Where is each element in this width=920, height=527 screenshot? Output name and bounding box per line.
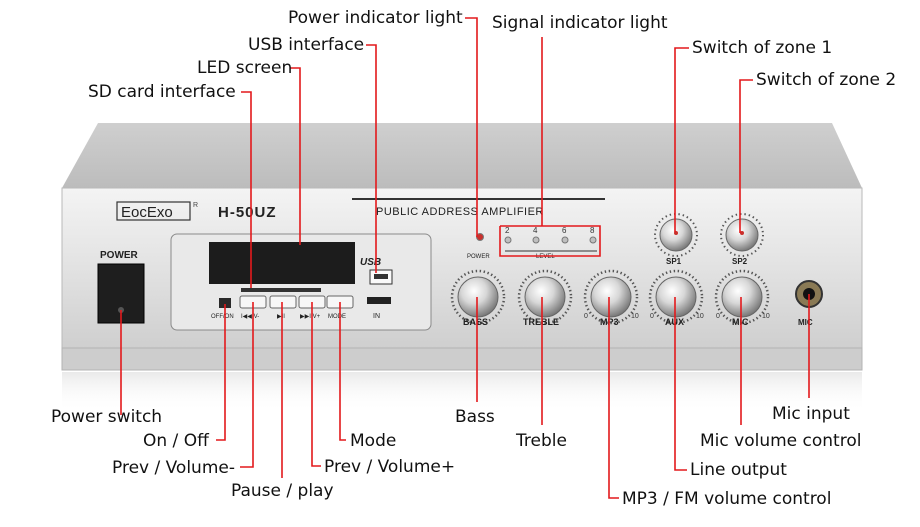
zone2-line [739, 79, 753, 233]
led-screen-callout: LED screen [197, 58, 293, 78]
chassis-top [62, 123, 862, 188]
line-in-port[interactable] [367, 297, 391, 304]
mic-volume-callout: Mic volume control [700, 431, 862, 451]
signal-led-3 [561, 236, 569, 244]
zone2-callout: Switch of zone 2 [756, 70, 897, 90]
model-name: H-50UZ [218, 204, 277, 221]
sd-card-slot [241, 288, 321, 292]
level-mark-2: 2 [505, 226, 510, 235]
mp3-scale-min: 0 [584, 313, 588, 320]
power-led-label: POWER [467, 254, 490, 260]
aux-scale-min: 0 [650, 313, 654, 320]
level-mark-8: 8 [590, 226, 595, 235]
chassis-base [61, 347, 863, 371]
knob-label-treble: TREBLE [523, 317, 559, 327]
zone1-label: SP1 [666, 257, 682, 266]
power-label: POWER [100, 250, 139, 261]
mic-scale-min: 0 [716, 313, 720, 320]
button-label-prev: I◀◀ V- [241, 314, 259, 320]
usb-logo: USB [360, 257, 381, 268]
zone1-switch[interactable] [654, 213, 698, 257]
brand-mark: R [193, 202, 198, 209]
mic-jack-label: MIC [798, 318, 813, 327]
bass-knob[interactable] [450, 269, 506, 325]
on-off-button[interactable] [219, 298, 231, 308]
zone2-switch[interactable] [720, 213, 764, 257]
zone1-line [674, 47, 689, 232]
mp3-scale-max: 10 [631, 313, 639, 320]
mp3-fm-volume-callout: MP3 / FM volume control [622, 489, 832, 509]
callout-lines [120, 17, 810, 499]
usb-line [366, 44, 377, 273]
chassis-reflection [62, 372, 862, 412]
mic-input-callout: Mic input [772, 404, 850, 424]
button-label-play: ▶II [277, 314, 285, 320]
prev-volume-minus-callout: Prev / Volume- [112, 458, 235, 478]
mode-callout: Mode [350, 431, 397, 451]
power-indicator-callout: Power indicator light [288, 8, 463, 28]
prev-volume-minus-line [240, 302, 254, 468]
in-label: IN [373, 313, 380, 320]
usb-port-inner [374, 274, 388, 279]
led-display [209, 242, 355, 284]
mode-line [339, 302, 346, 441]
knob-label-bass: BASS [463, 317, 488, 327]
button-label-next: ▶▶I V+ [300, 314, 321, 320]
brand-logo [116, 201, 191, 221]
mp3-fm-line [608, 297, 619, 499]
line-output-line [674, 297, 687, 471]
prev-volume-plus-callout: Prev / Volume+ [324, 457, 456, 477]
signal-led-4 [589, 236, 597, 244]
button-label-off-on: OFF/ON [211, 314, 234, 320]
level-mark-4: 4 [533, 226, 538, 235]
usb-interface-callout: USB interface [248, 35, 365, 55]
aux-knob[interactable] [648, 269, 704, 325]
zone1-callout: Switch of zone 1 [692, 38, 833, 58]
prev-volume-plus-line [311, 302, 321, 467]
sd-card-line [241, 91, 252, 288]
brand-text: EocExo [121, 204, 173, 221]
line-output-callout: Line output [690, 460, 787, 480]
signal-led-2 [532, 236, 540, 244]
aux-scale-max: 10 [696, 313, 704, 320]
zone2-label: SP2 [732, 257, 748, 266]
level-mark-6: 6 [562, 226, 567, 235]
on-off-callout: On / Off [143, 431, 209, 451]
treble-callout: Treble [516, 431, 567, 451]
treble-knob[interactable] [517, 269, 573, 325]
on-off-line [216, 304, 226, 441]
mp3-knob[interactable] [583, 269, 639, 325]
pause-play-button[interactable] [269, 295, 297, 309]
level-label: LEVEL [536, 254, 555, 260]
button-label-mode: MODE [328, 314, 346, 320]
power-switch-callout: Power switch [51, 407, 163, 427]
signal-bracket [499, 225, 601, 257]
led-screen-line [290, 67, 301, 245]
mic-scale-max: 10 [762, 313, 770, 320]
sd-card-callout: SD card interface [88, 82, 236, 102]
signal-led-1 [504, 236, 512, 244]
pause-play-callout: Pause / play [231, 481, 334, 501]
mic-knob[interactable] [714, 269, 770, 325]
subtitle: PUBLIC ADDRESS AMPLIFIER [376, 206, 544, 218]
signal-indicator-callout: Signal indicator light [492, 13, 668, 33]
bass-callout: Bass [455, 407, 495, 427]
power-indicator-line [465, 17, 478, 237]
